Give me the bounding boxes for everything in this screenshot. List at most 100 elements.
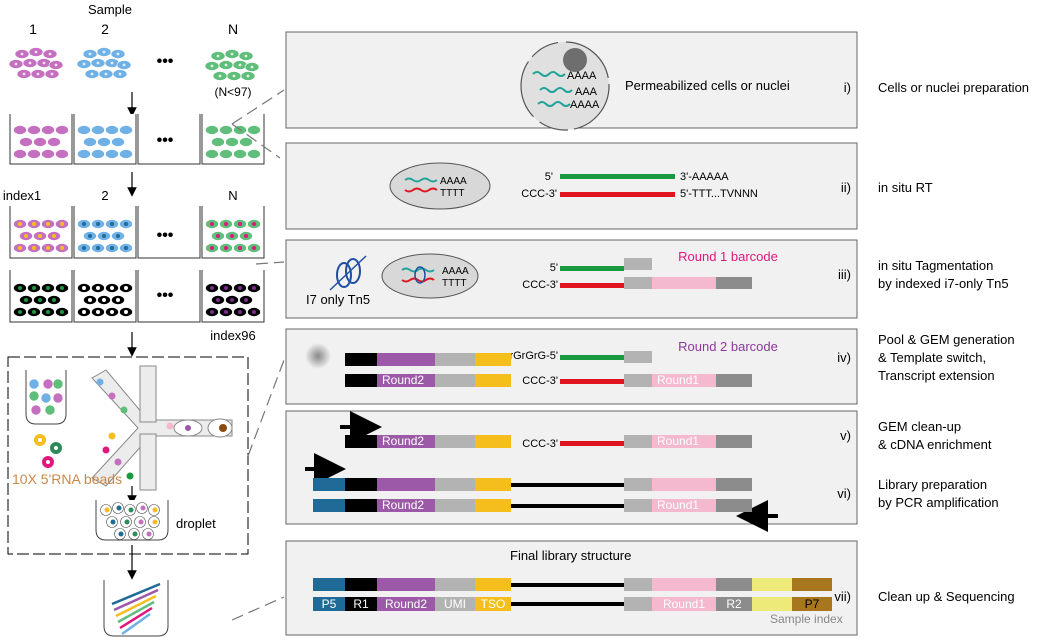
cell-cluster-blue bbox=[76, 47, 132, 79]
p7-insert-top bbox=[511, 583, 624, 587]
step-desc-6-2: by PCR amplification bbox=[878, 495, 999, 510]
droplet-content bbox=[110, 519, 116, 525]
cell bbox=[91, 149, 105, 159]
p7-top-seg-3 bbox=[435, 578, 475, 591]
cell bbox=[211, 137, 225, 147]
vi-round2-1-label: Round2 bbox=[382, 498, 424, 512]
p3-dark-grey bbox=[716, 277, 752, 289]
cell bbox=[13, 149, 27, 159]
p4-grey-top bbox=[435, 353, 475, 366]
droplet-content bbox=[138, 519, 144, 525]
library-fragment bbox=[111, 582, 161, 606]
col-label-1: 1 bbox=[29, 21, 37, 37]
cell-mark bbox=[60, 310, 64, 314]
cell-nucleus bbox=[42, 61, 46, 65]
p4-purple-top bbox=[377, 353, 435, 366]
cell bbox=[41, 149, 55, 159]
gel-bead-core bbox=[46, 460, 50, 464]
vi-blue-0 bbox=[313, 478, 345, 491]
round1-barcode-label: Round 1 barcode bbox=[678, 249, 778, 264]
droplet-content bbox=[152, 519, 158, 525]
cell-mark bbox=[46, 222, 50, 226]
p7-top-seg-1 bbox=[345, 578, 377, 591]
vi-round2-1 bbox=[377, 499, 435, 512]
cell-mark bbox=[224, 222, 228, 226]
inlet-cell bbox=[42, 378, 54, 390]
cell-mark bbox=[24, 234, 28, 238]
inlet-cell bbox=[40, 392, 52, 404]
polya-1: AAAA bbox=[567, 70, 597, 82]
p7-insert-bottom bbox=[511, 602, 624, 606]
p7-top-seg-4 bbox=[475, 578, 511, 591]
cell-nucleus bbox=[122, 63, 126, 67]
cell-nucleus bbox=[14, 62, 18, 66]
p4-green-strand bbox=[560, 355, 624, 360]
cell-mark bbox=[46, 246, 50, 250]
cell-nucleus bbox=[118, 72, 122, 76]
p7-top-seg-0 bbox=[313, 578, 345, 591]
vi-round1-1 bbox=[652, 499, 716, 512]
droplet-content bbox=[132, 531, 138, 537]
channel-bead bbox=[102, 446, 110, 454]
inlet-cell bbox=[30, 404, 42, 416]
cell-mark bbox=[96, 246, 100, 250]
vi-grey2-1 bbox=[624, 499, 652, 512]
rt-five-prime: 5' bbox=[545, 171, 553, 183]
cell-mark bbox=[124, 286, 128, 290]
n-note: (N<97) bbox=[214, 85, 251, 99]
cell-mark bbox=[210, 286, 214, 290]
library-fragment bbox=[119, 606, 153, 630]
p7-top-seg-2 bbox=[377, 578, 435, 591]
library-fragment bbox=[117, 600, 155, 624]
cell-nucleus bbox=[96, 61, 100, 65]
tn5-icon bbox=[329, 255, 367, 291]
cell-cluster-green bbox=[204, 49, 260, 81]
cell-mark bbox=[124, 310, 128, 314]
p7-seg-label-3: UMI bbox=[444, 597, 466, 611]
cell bbox=[239, 137, 253, 147]
panel-4 bbox=[285, 328, 858, 405]
p7-seg-label-0: P5 bbox=[322, 597, 337, 611]
p7-top-seg-5 bbox=[624, 578, 652, 591]
vi-insert-0 bbox=[511, 483, 624, 487]
p7-seg-label-5: Round1 bbox=[663, 597, 705, 611]
well bbox=[137, 270, 201, 323]
library-fragment bbox=[121, 612, 151, 636]
tag-polya: AAAA bbox=[442, 266, 469, 277]
cell-mark bbox=[238, 310, 242, 314]
cell-nucleus bbox=[82, 62, 86, 66]
p3-red-strand bbox=[560, 283, 624, 288]
step-roman-3: iii) bbox=[838, 267, 851, 282]
cell-nucleus bbox=[244, 54, 248, 58]
wells-row-1 bbox=[9, 114, 265, 165]
ellipsis-4: ••• bbox=[157, 287, 174, 304]
vi-insert-1 bbox=[511, 504, 624, 508]
rt-three-prime: 3'-AAAAA bbox=[680, 171, 729, 183]
left-workflow: Sample 1 2 N ••• (N<97) ••• index1 2 N •… bbox=[3, 2, 265, 637]
cell-nucleus bbox=[28, 61, 32, 65]
cell-mark bbox=[96, 222, 100, 226]
cell-mark bbox=[252, 222, 256, 226]
vi-blue-1 bbox=[313, 499, 345, 512]
cell-mark bbox=[60, 246, 64, 250]
wells-row-3 bbox=[9, 270, 265, 323]
ellipsis-1: ••• bbox=[157, 53, 174, 70]
cell-mark bbox=[252, 310, 256, 314]
p7-bottom-seg-7 bbox=[716, 597, 752, 611]
cell-mark bbox=[82, 286, 86, 290]
cell-mark bbox=[32, 310, 36, 314]
droplet-tube bbox=[95, 500, 169, 541]
cell-nucleus bbox=[216, 54, 220, 58]
cell-nucleus bbox=[22, 72, 26, 76]
cell bbox=[47, 137, 61, 147]
channel-bead bbox=[120, 406, 128, 414]
cell-nucleus bbox=[230, 52, 234, 56]
v-round1-label: Round1 bbox=[657, 434, 699, 448]
p7-top-seg-7 bbox=[716, 578, 752, 591]
cell bbox=[247, 149, 261, 159]
well bbox=[137, 206, 201, 259]
p4-grey-bottom bbox=[435, 374, 475, 387]
